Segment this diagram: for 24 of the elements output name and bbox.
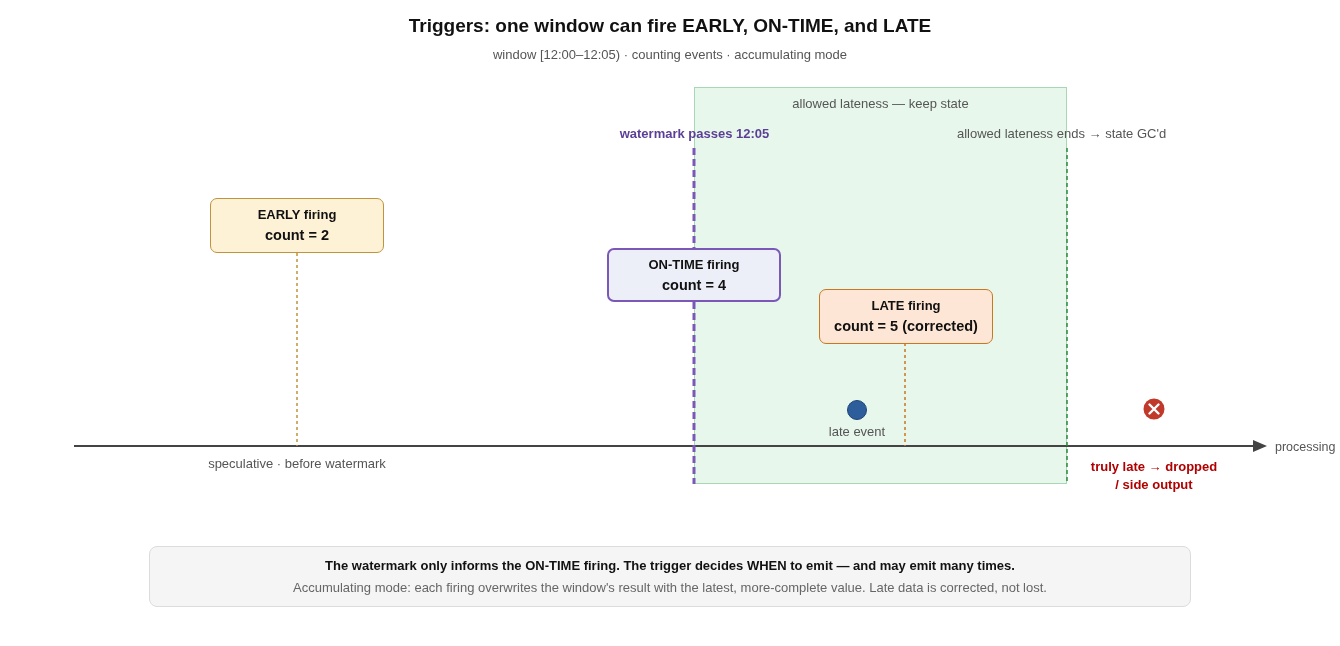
dropped-note: truly late → dropped / side output: [1089, 458, 1219, 494]
count-value: count = 4: [661, 275, 727, 294]
firing-box: [210, 198, 384, 253]
watermark-label: watermark passes 12:05: [618, 126, 771, 142]
lateness-end-label: allowed lateness ends → state GC'd: [957, 126, 1168, 142]
subtitle: window [12:00–12:05) · counting events · accumulating mode: [491, 47, 849, 63]
axis-label: processing: [1275, 439, 1337, 455]
note-panel: [149, 546, 1191, 607]
firing-title: ON-TIME firing: [648, 256, 740, 273]
count-value: count = 2: [264, 226, 330, 244]
event-caption: late event: [827, 424, 887, 440]
firing-box: [819, 289, 993, 344]
axis-note: speculative · before watermark: [207, 456, 387, 472]
note-heading: The watermark only informs the ON-TIME firing. The trigger decides WHEN to emit — and may emit many times.: [325, 557, 1015, 574]
note-text: Accumulating mode: each firing overwrites the window's result with the latest, more-complete value. Late data is corrected, not lost.: [293, 579, 1047, 596]
count-value: count = 5 (corrected): [834, 317, 978, 335]
firing-box: [607, 248, 781, 302]
band-title: allowed lateness — keep state: [792, 96, 969, 111]
firing-title: EARLY firing: [257, 207, 337, 223]
leader-line: [296, 252, 298, 447]
firing-title: LATE firing: [871, 298, 941, 314]
late-event-dot: [847, 400, 867, 420]
diagram-title: Triggers: one window can fire EARLY, ON-TIME, and LATE: [407, 14, 933, 38]
leader-line: [904, 342, 906, 447]
